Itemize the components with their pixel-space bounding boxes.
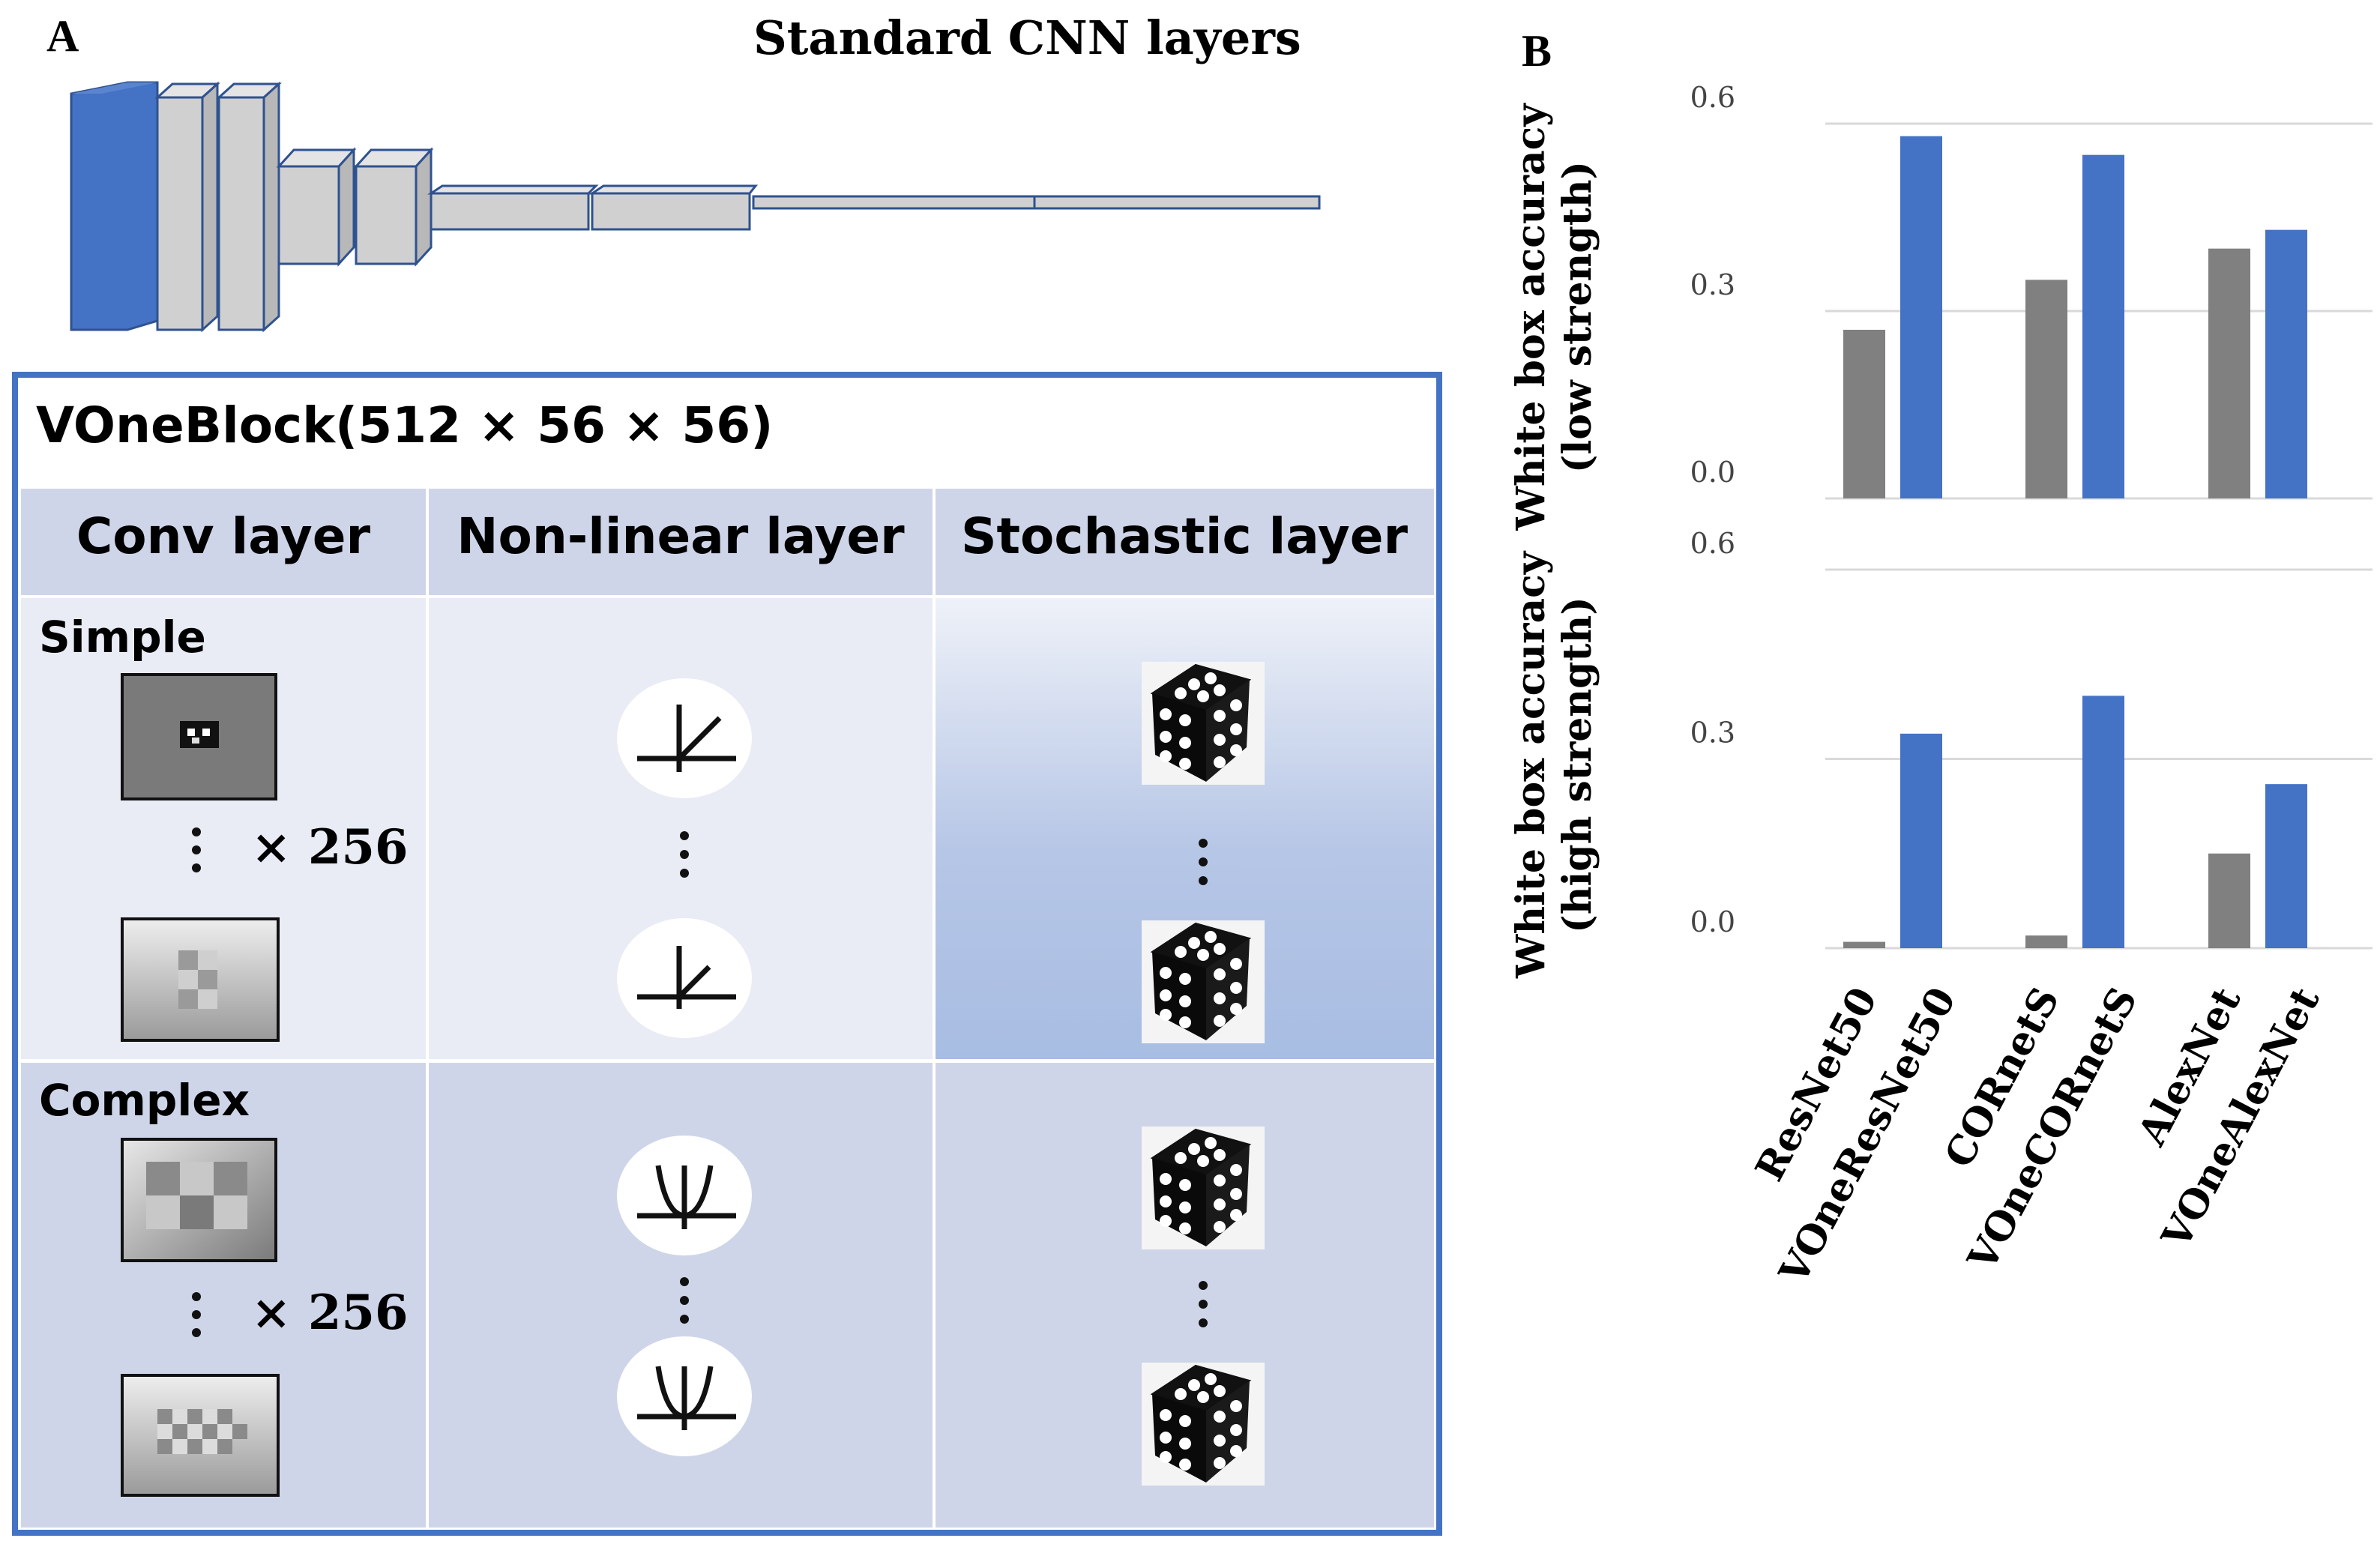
bar-AlexNet [2208,248,2250,498]
bar-ResNet50 [1843,941,1885,948]
bar-VOneCORnetS [2082,696,2124,948]
y-tick-label: 0.0 [1690,456,1735,489]
complex-ellipsis-dots [192,1292,201,1337]
bar-VOneCORnetS [2082,154,2124,498]
column-header-nonlinear: Non-linear layer [457,507,905,565]
simple-filter-top [121,673,277,800]
cnn-conv-block-3 [276,147,357,267]
voneblock-box: VOneBlock(512 × 56 × 56) Conv layer Non-… [12,372,1442,1536]
quadrature-icon-bottom [617,1336,752,1456]
row-label-complex: Complex [39,1075,250,1126]
dice-icon [1142,1127,1265,1249]
cnn-conv-block-4 [353,147,434,267]
nonlinear-ellipsis-complex [680,1277,689,1324]
cnn-fc-layer-1 [752,195,1036,210]
complex-multiplier: × 256 [251,1285,409,1341]
simple-multiplier: × 256 [251,819,409,875]
stochastic-ellipsis-simple [1199,839,1208,885]
x-axis-labels: ResNet50VOneResNet50CORnetSVOneCORnetSAl… [1747,980,2329,1291]
y-tick-label: 0.0 [1690,905,1735,938]
cnn-conv-block-6 [588,184,759,231]
bar-AlexNet [2208,853,2250,948]
column-header-conv: Conv layer [76,507,371,565]
quadrature-icon-top [617,1136,752,1255]
bar-VOneResNet50 [1900,136,1942,498]
cnn-conv-block-2 [216,81,282,333]
row-label-simple: Simple [39,612,206,663]
y-axis-label: White box accuracy(low strength) [1508,103,1600,531]
stochastic-ellipsis-complex [1199,1281,1208,1327]
dice-icon [1142,920,1265,1043]
voneblock-title: VOneBlock(512 × 56 × 56) [36,396,773,454]
y-tick-label: 0.6 [1690,527,1735,560]
cnn-layer-diagram [70,81,1321,333]
nonlinear-ellipsis-simple [680,831,689,878]
stochastic-dice-group [1142,662,1265,1486]
panel-a-letter: A [46,11,79,61]
y-axis-label: White box accuracy(high strength) [1508,550,1600,979]
cnn-input-block [70,81,159,331]
cnn-title: Standard CNN layers [753,10,1301,65]
relu-icon-bottom [617,918,752,1038]
bar-ResNet50 [1843,330,1885,498]
dice-icon [1142,662,1265,785]
y-tick-label: 0.3 [1690,717,1735,750]
simple-ellipsis-dots [192,827,201,872]
dice-icon [1142,1363,1265,1486]
y-tick-label: 0.3 [1690,268,1735,301]
bar-VOneAlexNet [2265,784,2307,948]
cnn-conv-block-1 [154,81,220,333]
complex-filter-bottom [121,1374,280,1497]
relu-icon-top [617,678,752,798]
header-cell-stochastic [936,489,1434,595]
bar-VOneAlexNet [2265,229,2307,498]
bar-CORnetS [2025,280,2067,498]
complex-nonlinear-cell [429,1063,933,1528]
simple-filter-bottom [121,917,280,1042]
cnn-fc-layer-2 [1033,195,1321,210]
header-cell-conv [21,489,426,595]
complex-filter-top [121,1138,277,1262]
header-cell-nonlinear [429,489,933,595]
panel-b-letter: B [1522,26,1552,76]
cnn-conv-block-5 [427,184,599,231]
bar-VOneResNet50 [1900,733,1942,948]
column-header-stochastic: Stochastic layer [961,507,1409,565]
bar-CORnetS [2025,935,2067,948]
y-tick-label: 0.6 [1690,81,1735,114]
